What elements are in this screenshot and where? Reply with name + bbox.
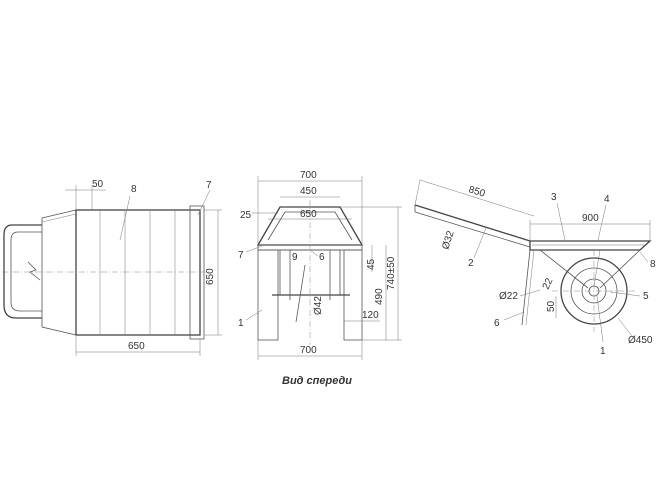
body-taper [41, 209, 77, 336]
dim-650v-text: 650 [205, 268, 216, 285]
body-taper-inner [41, 213, 77, 223]
dim-42-text: Ø42 [313, 296, 324, 315]
dim-740-text: 740±50 [386, 256, 397, 290]
label-6f: 6 [319, 252, 325, 263]
leader-8 [119, 195, 131, 241]
dim-50s-text: 50 [546, 300, 557, 312]
dim-850-line [419, 179, 535, 217]
label-1f: 1 [238, 318, 244, 329]
dim-45-text: 45 [366, 258, 377, 270]
stand-leg-side-2 [525, 249, 535, 326]
handle-outline [3, 224, 42, 319]
dim-650-text: 650 [300, 209, 317, 220]
dim-850-text: 850 [467, 184, 487, 200]
stand-leg [295, 264, 306, 323]
handle-bar-bottom [414, 211, 531, 248]
leader-3 [556, 202, 566, 241]
dim-22-leader [519, 289, 541, 297]
label-5: 5 [643, 291, 649, 302]
dim-450-text: 450 [300, 186, 317, 197]
stand-leg-side [521, 249, 531, 326]
dim-850-ext-left [414, 179, 421, 206]
label-8s: 8 [650, 259, 656, 270]
dim-650h-text: 650 [128, 341, 145, 352]
front-view: 700 450 650 25 7 9 6 1 Ø42 45 490 740±50 [238, 170, 402, 387]
dim-22b-text: 22 [541, 276, 556, 291]
front-view-caption: Вид спереди [282, 375, 352, 387]
dim-22-text: Ø22 [499, 291, 518, 302]
dim-490-text: 490 [374, 288, 385, 305]
dim-32-text: Ø32 [440, 229, 456, 251]
dim-25-text: 25 [240, 210, 252, 221]
dim-50-text: 50 [92, 179, 104, 190]
label-2: 2 [468, 258, 474, 269]
front-frame [189, 205, 205, 340]
leader-5 [609, 291, 641, 297]
handle-bar-top [414, 204, 531, 242]
leader-6f [309, 249, 319, 257]
label-4: 4 [604, 194, 610, 205]
frame-strut-1 [539, 249, 589, 289]
frame-strut-2 [599, 249, 641, 289]
label-7f: 7 [238, 250, 244, 261]
leader-2 [473, 227, 487, 259]
tray-box [75, 209, 201, 336]
leader-1s [596, 295, 604, 343]
handle-inner [10, 231, 42, 312]
side-tray [529, 240, 652, 251]
leader-6s [503, 311, 525, 321]
dim-900-text: 900 [582, 213, 599, 224]
dim-120-text: 120 [362, 310, 379, 321]
leader-8s [639, 251, 649, 263]
dim-700b-text: 700 [300, 345, 317, 356]
dim-450s-text: Ø450 [628, 335, 653, 346]
dim-450s-leader [617, 317, 633, 337]
label-6s: 6 [494, 318, 500, 329]
label-3: 3 [551, 192, 557, 203]
label-7: 7 [206, 180, 212, 191]
dim-700t-text: 700 [300, 170, 317, 181]
side-view: 850 900 3 4 Ø32 2 22 Ø22 [414, 179, 656, 357]
leader-7f [245, 245, 263, 253]
leader-1f [245, 309, 263, 321]
label-1s: 1 [600, 346, 606, 357]
top-view: 50 8 7 650 650 [2, 179, 222, 356]
frame-strut-3 [593, 249, 601, 287]
leader-4 [597, 204, 607, 241]
handle-break [27, 261, 41, 281]
label-9: 9 [292, 252, 298, 263]
label-8: 8 [131, 184, 137, 195]
leader-7 [197, 189, 211, 216]
